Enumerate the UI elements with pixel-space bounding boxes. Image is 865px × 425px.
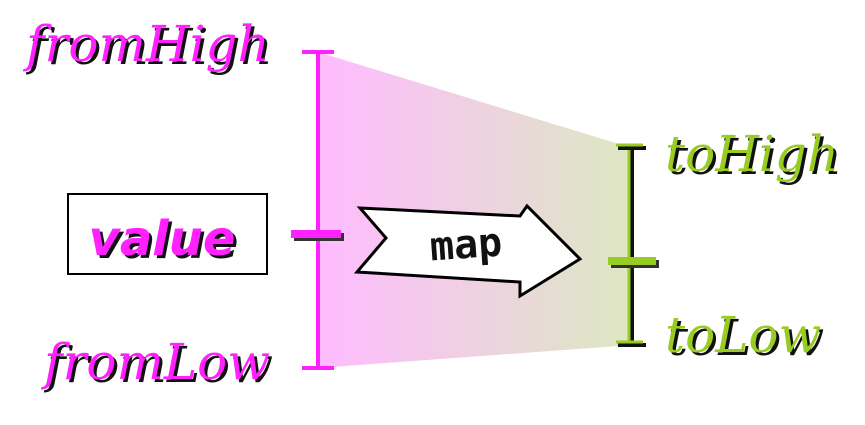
output-value-marker	[608, 257, 659, 268]
mapping-band	[318, 52, 632, 368]
value-box	[67, 193, 268, 275]
input-range-bar	[302, 50, 334, 370]
to-low-label-shadow: toLow	[668, 309, 824, 367]
from-low-label-shadow: fromLow	[43, 336, 273, 394]
value-label-shadow: value	[92, 214, 239, 270]
from-high-label: fromHigh	[22, 15, 270, 73]
map-arrow-icon	[353, 203, 583, 299]
to-high-label-shadow: toHigh	[668, 128, 842, 186]
to-high-label: toHigh	[665, 125, 839, 183]
value-label: value	[89, 211, 236, 267]
to-low-label: toLow	[665, 306, 821, 364]
map-label: map	[428, 220, 503, 271]
from-high-label-shadow: fromHigh	[25, 18, 273, 76]
output-range-bar	[616, 143, 646, 347]
from-low-label: fromLow	[40, 333, 270, 391]
input-value-marker	[291, 230, 344, 241]
